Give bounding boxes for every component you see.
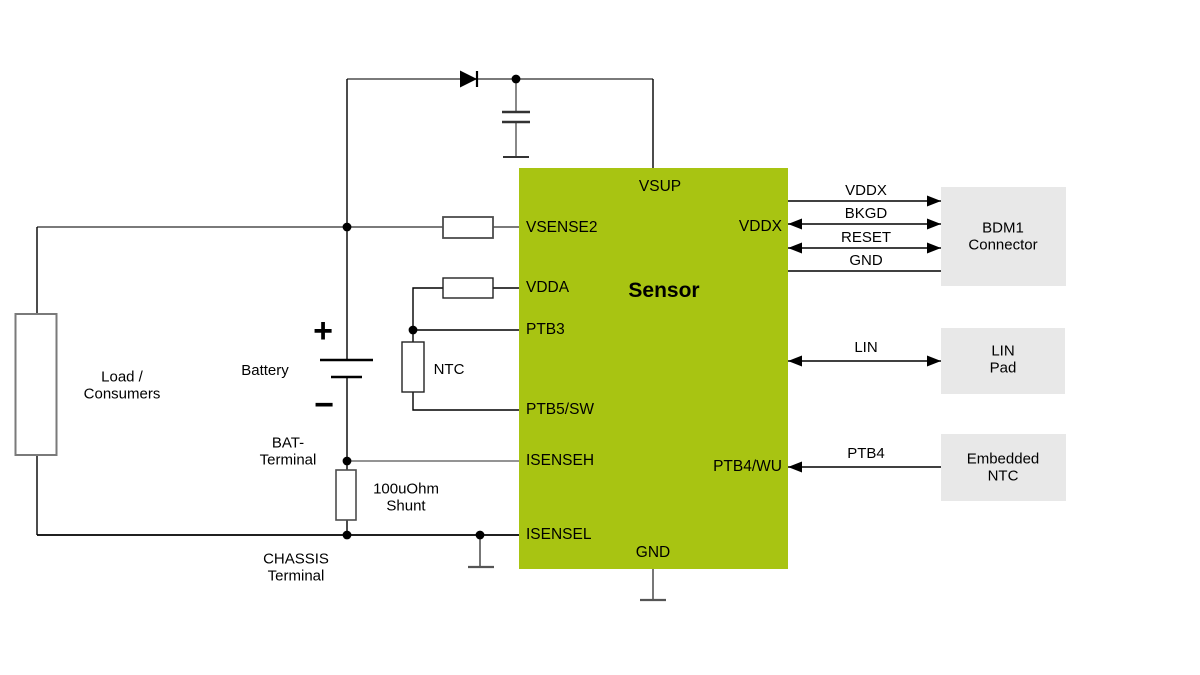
chassis-line1: CHASSIS <box>263 550 329 568</box>
signal-ptb4: PTB4 <box>847 444 885 462</box>
shunt-resistor <box>335 469 357 521</box>
left-arrowheads <box>788 218 802 473</box>
bdm-signal-wires <box>788 200 941 272</box>
signal-gnd: GND <box>849 251 883 269</box>
pin-isenseh: ISENSEH <box>526 451 595 469</box>
signal-reset: RESET <box>840 228 892 246</box>
shunt-line1: 100uOhm <box>373 480 439 498</box>
junction-dots <box>342 74 521 540</box>
bkgd-arrow-right-icon <box>927 218 941 230</box>
reset-arrow-left-icon <box>788 242 802 254</box>
lin-arrow-left-icon <box>788 355 802 367</box>
pin-isensel: ISENSEL <box>526 525 592 543</box>
sensor-ground-symbol <box>640 569 666 602</box>
pin-gnd: GND <box>635 543 671 561</box>
embedded-ntc-box <box>941 434 1066 501</box>
lin-pad-line2: Pad <box>989 359 1017 376</box>
bkgd-arrow-left-icon <box>788 218 802 230</box>
bat-terminal-label: BAT- Terminal <box>259 434 317 469</box>
bat-terminal-line2: Terminal <box>259 451 317 468</box>
battery-symbol <box>320 358 373 379</box>
right-arrowheads <box>927 195 941 367</box>
chassis-ground-symbol <box>468 535 494 569</box>
pin-ptb3: PTB3 <box>526 320 565 338</box>
shunt-line2: Shunt <box>386 497 426 514</box>
lin-pad-label: LIN Pad <box>989 342 1017 377</box>
sensor-title: Sensor <box>628 278 700 302</box>
embedded-ntc-line2: NTC <box>987 467 1019 484</box>
bdm1-line2: Connector <box>968 236 1038 253</box>
vdda-series-resistor <box>442 277 494 299</box>
signal-lin: LIN <box>854 338 878 356</box>
lin-pad-line1: LIN <box>991 342 1015 360</box>
ntc-resistor <box>401 341 425 393</box>
lin-arrow-right-icon <box>927 355 941 367</box>
bdm1-connector-label: BDM1 Connector <box>968 219 1038 254</box>
pin-vsup: VSUP <box>638 177 682 195</box>
ntc-label: NTC <box>433 360 465 378</box>
bdm1-connector-box <box>941 187 1066 286</box>
load-consumers-label: Load / Consumers <box>83 368 161 403</box>
bat-terminal-line1: BAT- <box>271 434 305 452</box>
shunt-label: 100uOhm Shunt <box>373 480 439 515</box>
embedded-ntc-label: Embedded NTC <box>966 450 1040 485</box>
capacitor-symbol <box>502 79 530 158</box>
sensor-block <box>519 168 788 569</box>
load-resistor <box>14 313 58 456</box>
bdm1-line1: BDM1 <box>982 219 1024 237</box>
ptb4-arrow-left-icon <box>788 461 802 473</box>
pin-vddx: VDDX <box>738 217 782 235</box>
reset-arrow-right-icon <box>927 242 941 254</box>
pin-ptb5sw: PTB5/SW <box>526 400 595 418</box>
vsense2-series-resistor <box>442 216 494 239</box>
battery-label: Battery <box>241 361 289 379</box>
signal-bkgd: BKGD <box>844 204 888 222</box>
chassis-line2: Terminal <box>267 567 325 584</box>
load-line1: Load / <box>101 368 143 386</box>
lin-pad-box <box>941 328 1065 394</box>
chassis-terminal-label: CHASSIS Terminal <box>263 550 329 585</box>
embedded-ntc-line1: Embedded <box>966 450 1040 468</box>
diode-symbol <box>460 70 479 88</box>
load-line2: Consumers <box>83 385 161 402</box>
pin-vsense2: VSENSE2 <box>526 218 598 236</box>
battery-minus-sign: − <box>314 386 334 424</box>
battery-plus-sign: + <box>313 312 333 350</box>
pin-ptb4wu: PTB4/WU <box>713 457 782 475</box>
vddx-arrow-right-icon <box>927 195 941 207</box>
signal-vddx: VDDX <box>845 181 887 199</box>
vdda-ntc-wire <box>412 287 519 411</box>
pin-vdda: VDDA <box>526 278 570 296</box>
